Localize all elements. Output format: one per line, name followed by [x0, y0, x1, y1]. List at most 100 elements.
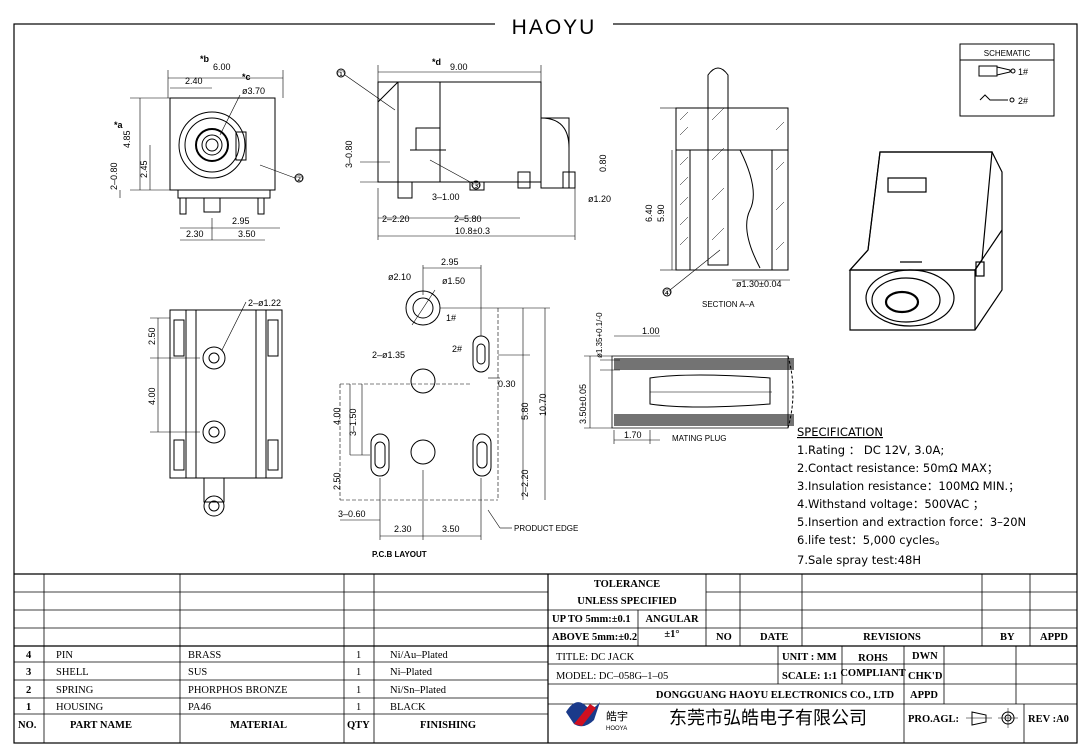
table-cell: SPRING	[56, 685, 94, 696]
company-english: DONGGUANG HAOYU ELECTRONICS CO., LTD	[656, 690, 895, 701]
svg-text:0.30: 0.30	[498, 379, 516, 389]
svg-text:皓宇: 皓宇	[606, 710, 628, 723]
spec-heading: SPECIFICATION	[797, 425, 883, 439]
svg-text:2.50: 2.50	[147, 327, 157, 345]
isometric-view	[848, 151, 1003, 331]
spec-item: 6.life test：5,000 cycles。	[797, 533, 947, 547]
svg-text:ANGULAR: ANGULAR	[645, 614, 699, 625]
schematic-box: SCHEMATIC 1# 2#	[959, 43, 1055, 117]
table-cell: SHELL	[56, 667, 89, 678]
svg-text:3–0.60: 3–0.60	[338, 509, 366, 519]
table-cell: Ni–Plated	[390, 667, 433, 678]
spec-item: 4.Withstand voltage：500VAC ；	[797, 497, 984, 511]
company-chinese: 东莞市弘皓电子有限公司	[669, 708, 867, 729]
pcb-layout	[339, 265, 550, 540]
hooya-logo: 皓宇 HOOYA	[566, 702, 628, 732]
svg-text:3.50: 3.50	[442, 524, 460, 534]
svg-text:UNIT : MM: UNIT : MM	[782, 652, 837, 663]
svg-text:3–0.80: 3–0.80	[344, 140, 354, 168]
svg-text:SCALE: 1:1: SCALE: 1:1	[782, 671, 837, 682]
svg-text:REV :A0: REV :A0	[1028, 714, 1069, 725]
svg-text:2–2.20: 2–2.20	[382, 214, 410, 224]
table-grid	[14, 573, 1077, 743]
table-cell: PA46	[188, 702, 211, 713]
svg-text:2.45: 2.45	[139, 160, 149, 178]
svg-text:COMPLIANT: COMPLIANT	[840, 668, 905, 679]
svg-text:*c: *c	[242, 72, 251, 82]
svg-text:ABOVE 5mm:±0.2: ABOVE 5mm:±0.2	[552, 632, 637, 643]
pcb-labels: 2.95 ø2.10 ø1.50 1# 2# 2–ø1.35 0.30 5.80…	[332, 257, 578, 559]
table-cell: 2	[26, 685, 31, 696]
spec-item: 7.Sale spray test:48H	[797, 553, 921, 567]
svg-text:ø1.35+0.1/-0: ø1.35+0.1/-0	[595, 312, 604, 358]
svg-text:UNLESS SPECIFIED: UNLESS SPECIFIED	[577, 596, 677, 607]
mating-plug	[584, 335, 794, 444]
bottom-view	[150, 301, 283, 517]
svg-text:2–5.80: 2–5.80	[454, 214, 482, 224]
svg-text:*d: *d	[432, 57, 441, 67]
svg-text:*a: *a	[114, 120, 124, 130]
model-text: MODEL: DC–058G–1–05	[556, 671, 668, 682]
svg-text:4.00: 4.00	[332, 407, 342, 425]
svg-text:1#: 1#	[446, 313, 456, 323]
table-cell: 4	[26, 650, 32, 661]
svg-text:ø3.70: ø3.70	[242, 86, 265, 96]
table-header: QTY	[347, 720, 370, 731]
table-header: FINISHING	[420, 720, 476, 731]
svg-text:2.30: 2.30	[394, 524, 412, 534]
table-cell: 1	[356, 702, 361, 713]
svg-text:2.95: 2.95	[232, 216, 250, 226]
side-view-labels: ① *d 9.00 3–0.80 0.80 ③ 3–1.00 2–2.20 2–…	[337, 57, 611, 236]
svg-text:2–ø1.22: 2–ø1.22	[248, 298, 281, 308]
svg-text:APPD: APPD	[1040, 632, 1068, 643]
svg-text:③: ③	[472, 181, 480, 191]
svg-text:DWN: DWN	[912, 651, 938, 662]
svg-text:4.85: 4.85	[122, 130, 132, 148]
section-hatching	[679, 107, 785, 251]
svg-text:ø1.20: ø1.20	[588, 194, 611, 204]
svg-text:3–1.00: 3–1.00	[432, 192, 460, 202]
front-view-labels: *b 6.00 2.40 *c ø3.70 *a 4.85 2.45 2–0.8…	[109, 54, 303, 239]
table-header: MATERIAL	[230, 720, 287, 731]
svg-text:PRO.AGL:: PRO.AGL:	[908, 714, 959, 725]
table-cell: BRASS	[188, 650, 221, 661]
svg-text:6.40: 6.40	[644, 204, 654, 222]
table-cell: 1	[356, 650, 361, 661]
table-cell: 1	[356, 667, 361, 678]
svg-text:6.00: 6.00	[213, 62, 231, 72]
svg-text:PRODUCT EDGE: PRODUCT EDGE	[514, 524, 578, 533]
svg-text:5.80: 5.80	[520, 402, 530, 420]
svg-text:*b: *b	[200, 54, 210, 64]
brand-title: HAOYU	[512, 16, 597, 39]
svg-text:9.00: 9.00	[450, 62, 468, 72]
table-cell: 3	[26, 667, 31, 678]
svg-text:APPD: APPD	[910, 690, 938, 701]
svg-text:2.30: 2.30	[186, 229, 204, 239]
title-text: TITLE: DC JACK	[556, 652, 635, 663]
table-cell: Ni/Au–Plated	[390, 650, 448, 661]
svg-text:4.00: 4.00	[147, 387, 157, 405]
svg-text:2.40: 2.40	[185, 76, 203, 86]
svg-text:3.50: 3.50	[238, 229, 256, 239]
front-view	[119, 70, 304, 241]
svg-text:ø1.50: ø1.50	[442, 276, 465, 286]
svg-text:3–1.50: 3–1.50	[348, 408, 358, 436]
svg-text:2.50: 2.50	[332, 472, 342, 490]
title-block: TOLERANCE UNLESS SPECIFIED UP TO 5mm:±0.…	[552, 579, 1069, 732]
plug-labels: 1.00 ø1.35+0.1/-0 3.50±0.05 1.70 MATING …	[578, 312, 727, 443]
spec-item: 1.Rating ： DC 12V, 3.0A;	[797, 443, 944, 457]
svg-text:ROHS: ROHS	[858, 653, 888, 664]
svg-text:UP TO 5mm:±0.1: UP TO 5mm:±0.1	[552, 614, 631, 625]
svg-text:TOLERANCE: TOLERANCE	[594, 579, 660, 590]
table-cell: BLACK	[390, 702, 426, 713]
svg-text:±1°: ±1°	[664, 629, 679, 640]
table-header: PART NAME	[70, 720, 132, 731]
svg-text:BY: BY	[1000, 632, 1015, 643]
svg-text:1.70: 1.70	[624, 430, 642, 440]
side-view	[336, 65, 576, 240]
spec-item: 3.Insulation resistance：100MΩ MIN.；	[797, 479, 1020, 493]
svg-text:REVISIONS: REVISIONS	[863, 632, 921, 643]
schematic-pin1: 1#	[1018, 67, 1028, 77]
section-labels: 6.40 5.90 ø1.30±0.04 ④ SECTION A–A	[644, 204, 781, 309]
table-cell: HOUSING	[56, 702, 104, 713]
